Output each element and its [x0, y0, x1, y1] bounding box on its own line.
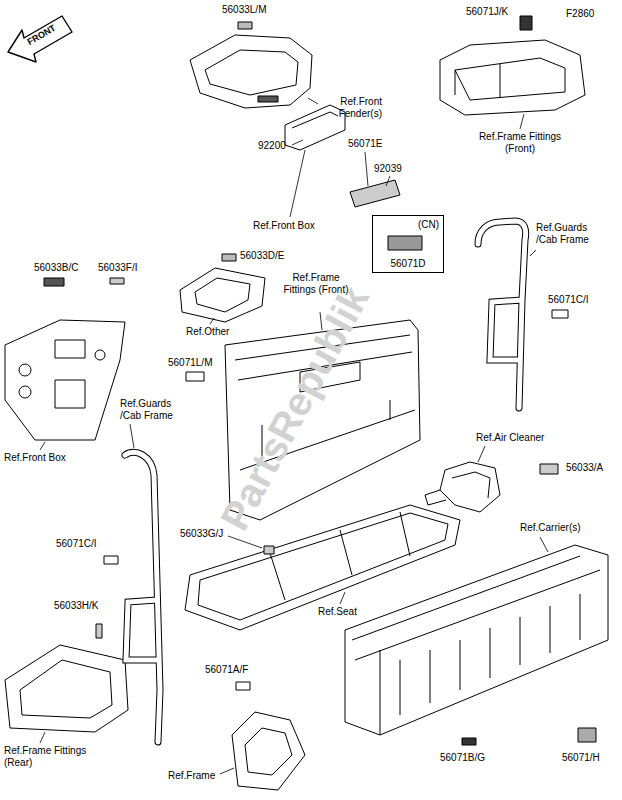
leader-line — [308, 98, 318, 104]
reference-label: Ref.Front Box — [4, 452, 66, 464]
callout-number: 56071D — [377, 258, 439, 270]
decal — [388, 236, 422, 250]
tray-detail — [195, 278, 250, 312]
callout-number: 56033L/M — [222, 4, 266, 16]
leader-line — [40, 732, 45, 743]
reference-label: Ref.Guards /Cab Frame — [536, 222, 606, 245]
leader-line — [478, 446, 485, 462]
air-cleaner — [440, 462, 500, 512]
carrier-rib — [400, 594, 580, 715]
dash-screen — [55, 380, 85, 408]
decal — [578, 728, 596, 742]
dash-knob — [19, 364, 31, 376]
callout-number: 56071C/I — [548, 294, 589, 306]
guard-tube — [125, 452, 160, 742]
callout-number: 56071J/K — [466, 6, 508, 18]
callout-number: 56071L/M — [168, 357, 212, 369]
fitting-detail — [455, 58, 565, 100]
decal — [238, 22, 252, 29]
leader-line — [220, 768, 234, 774]
carrier-panel — [345, 545, 608, 735]
region-code: (CN) — [377, 219, 439, 231]
dash-knob — [95, 350, 105, 360]
decal — [222, 254, 236, 261]
front-box-pocket — [285, 105, 345, 150]
guard-tube — [478, 221, 526, 408]
reference-label: Ref.Seat — [318, 606, 357, 618]
decal — [462, 738, 476, 745]
decal — [258, 96, 278, 102]
dash-knob — [19, 386, 31, 398]
callout-number: 56071E — [348, 138, 382, 150]
callout-number: 56033D/E — [240, 250, 284, 262]
guard-tube — [125, 452, 160, 742]
dash-screen — [55, 340, 85, 358]
leader-line — [290, 150, 305, 217]
decal — [552, 310, 568, 318]
callout-number: 56071C/I — [56, 538, 97, 550]
leader-line — [340, 592, 345, 604]
pocket-detail — [292, 112, 338, 128]
decal — [110, 278, 124, 284]
callout-number: 56033B/C — [34, 262, 78, 274]
reference-label: Ref.Frame Fittings (Front) — [470, 131, 570, 154]
leader-line — [228, 536, 262, 548]
decal — [186, 372, 204, 381]
bracket-detail — [245, 728, 292, 775]
reference-label: Ref.Frame — [168, 770, 215, 782]
callout-number: 56033H/K — [54, 600, 98, 612]
callout-number: 56033/A — [566, 462, 603, 474]
region-box: (CN) 56071D — [372, 215, 444, 273]
frame-bracket — [232, 712, 305, 790]
leader-line — [365, 152, 368, 186]
callout-number: 56071B/G — [440, 752, 485, 764]
reference-label: Ref.Frame Fittings (Rear) — [4, 745, 94, 768]
leader-lines — [40, 98, 548, 774]
fender-bracket — [190, 35, 312, 108]
leader-line — [530, 250, 536, 256]
decal — [96, 624, 102, 638]
reference-label: Ref.Front Fender(s) — [320, 96, 382, 119]
callout-number: 92039 — [374, 163, 402, 175]
decal — [44, 278, 64, 286]
guard-tube — [478, 221, 526, 408]
bracket-detail — [205, 50, 298, 95]
guard-tubes — [125, 221, 526, 742]
decal — [236, 682, 250, 690]
seat-frame-rib — [270, 512, 410, 600]
reference-label: Ref.Guards /Cab Frame — [120, 398, 190, 421]
rear-frame-fitting — [5, 645, 128, 732]
leader-line — [540, 537, 548, 552]
reference-label: Ref.Other — [186, 326, 229, 338]
leader-line — [210, 318, 214, 324]
front-arrow — [8, 16, 72, 62]
decal — [264, 546, 274, 554]
reference-label: Ref.Carrier(s) — [520, 522, 581, 534]
reference-label: Ref.Air Cleaner — [476, 432, 544, 444]
callout-number: 56033F/I — [98, 262, 137, 274]
decal — [350, 180, 400, 207]
callout-number: 56071/H — [562, 752, 600, 764]
leader-line — [292, 140, 303, 145]
decal — [104, 556, 118, 564]
callout-number: 92200 — [258, 140, 286, 152]
carrier-detail — [352, 556, 600, 735]
dashboard — [5, 320, 125, 440]
leader-line — [40, 442, 45, 450]
leader-line — [130, 424, 134, 448]
fitting-detail — [20, 660, 112, 718]
frame-fitting — [440, 40, 585, 115]
leader-line — [520, 114, 524, 129]
figure-code: F2860 — [566, 8, 594, 20]
fitting-detail — [455, 64, 500, 98]
parts-group — [5, 16, 608, 790]
decal — [540, 464, 558, 474]
callout-number: 56033G/J — [180, 528, 223, 540]
reference-label: Ref.Front Box — [253, 220, 315, 232]
decal — [520, 16, 532, 30]
tray — [180, 268, 265, 322]
leader-line — [386, 176, 390, 186]
callout-number: 56071A/F — [205, 664, 248, 676]
cleaner-detail — [425, 472, 490, 505]
